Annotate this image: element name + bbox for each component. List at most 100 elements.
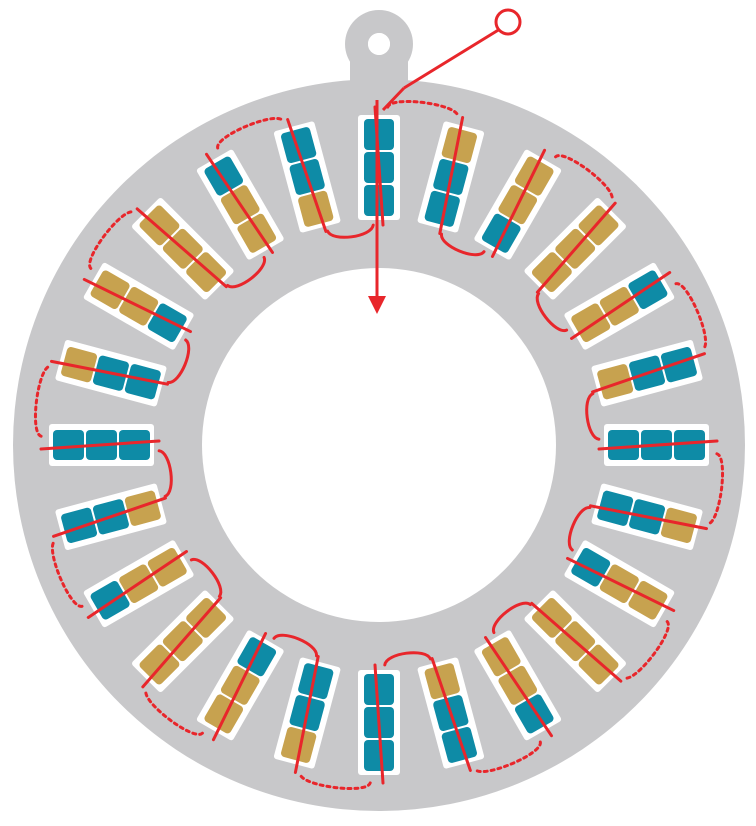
teal-coil-cell [597,490,634,526]
terminal-icon [494,8,522,36]
wire-segment [373,663,385,785]
wire-segment [286,118,328,233]
wire-leg [39,439,161,451]
gold-coil-cell [124,490,161,526]
teal-coil-cell [674,430,705,460]
coil-slot [196,630,284,741]
wire-segment [484,636,553,738]
inner-end-turn [383,651,432,667]
wire-segment [205,152,274,254]
gold-coil-cell [628,580,668,620]
inner-end-turn [272,633,318,658]
outer-crossover [674,282,708,351]
gold-coil-cell [514,156,554,196]
gold-coil-cell [424,663,460,700]
outer-crossover [706,452,724,526]
wire-leg [438,115,465,236]
teal-coil-cell [124,364,161,400]
wire-segment [293,654,320,775]
wire-leg [588,504,709,531]
wire-segment [52,496,167,538]
outer-crossover [34,364,52,438]
teal-coil-cell [119,430,150,460]
wire-segment [86,550,188,619]
outer-crossover [216,116,285,150]
gold-coil-cell [61,347,98,383]
teal-coil-cell [364,119,394,150]
outer-crossover [88,210,136,270]
wire-leg [86,550,188,619]
wire-segment [530,601,623,683]
wire-segment [49,359,170,386]
teal-coil-cell [424,190,460,227]
gold-coil-cell [298,190,334,227]
wire-segment [82,277,192,334]
gold-coil-cell [660,507,697,543]
outer-crossover [144,688,204,736]
wire-leg [135,207,228,289]
inner-end-turn [189,558,223,598]
teal-coil-cell [571,547,611,587]
wire-leg [490,148,547,258]
gold-coil-cell [441,127,477,164]
wire-leg [591,352,706,394]
inner-end-turn [492,601,532,635]
teal-coil-cell [53,430,84,460]
wire-segment [535,201,617,294]
wire-leg [82,277,192,334]
inner-end-turn [326,223,375,239]
teal-coil-cell [364,740,394,771]
inner-end-turn [440,232,486,257]
mounting-hole [368,33,390,55]
wire-segment [141,596,223,689]
wire-segment [490,148,547,258]
wire-leg [211,632,268,742]
wire-leg [205,152,274,254]
wire-segment [591,352,706,394]
inner-end-turn [157,449,173,498]
gold-coil-cell [597,364,634,400]
winding-wires [39,105,719,785]
wire-segment [570,271,672,340]
lead-wire-down [381,86,406,112]
inner-end-turn [226,255,266,289]
wire-segment [597,439,719,451]
wire-leg [373,663,385,785]
teal-coil-cell [237,637,277,677]
lead-wire [403,27,501,90]
teal-coil-cell [608,430,639,460]
outer-crossover [622,620,670,680]
wire-leg [570,271,672,340]
wire-leg [597,439,719,451]
coil-slot [564,540,675,628]
wire-segment [135,207,228,289]
teal-coil-cell [660,347,697,383]
wire-segment [430,657,472,772]
inner-end-turn [567,506,592,552]
teal-coil-cell [298,663,334,700]
wire-segment [588,504,709,531]
wire-leg [141,596,223,689]
inner-end-turn [585,392,601,441]
wire-leg [566,556,676,613]
wire-segment [566,556,676,613]
wire-leg [293,654,320,775]
teal-coil-cell [364,185,394,216]
wire-leg [286,118,328,233]
teal-coil-cell [281,127,317,164]
outer-crossover [554,154,614,202]
teal-coil-cell [481,213,521,253]
teal-coil-cell [147,303,187,343]
outer-crossover [298,772,372,790]
wire-leg [430,657,472,772]
outer-crossover [50,539,84,608]
inner-end-turn [166,338,191,384]
wire-segment [211,632,268,742]
gold-coil-cell [90,270,130,310]
teal-coil-cell [441,726,477,763]
inner-end-turn [535,292,569,332]
outer-crossover [473,740,542,774]
wire-leg [530,601,623,683]
teal-coil-cell [61,507,98,543]
